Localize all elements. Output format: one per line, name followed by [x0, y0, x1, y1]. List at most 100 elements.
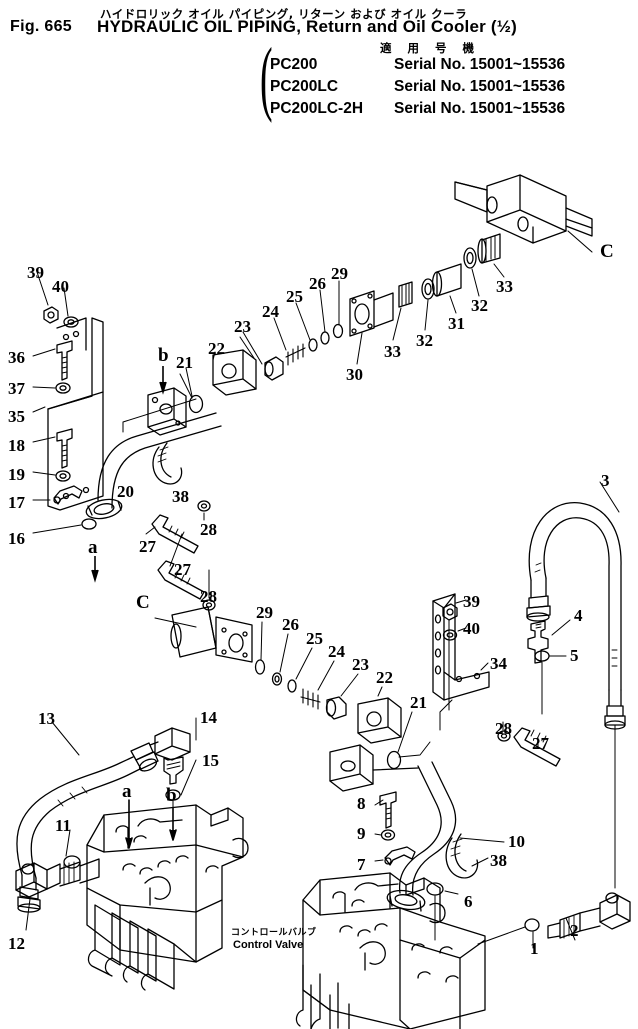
callout-38-lower: 38	[490, 851, 507, 870]
callout-26-upper: 26	[309, 274, 326, 293]
bolt-set-right	[497, 727, 561, 767]
bolt-set-7-8-9	[379, 791, 416, 866]
callout-29-upper: 29	[331, 264, 348, 283]
callout-24-lower: 24	[328, 642, 345, 661]
callout-11: 11	[55, 816, 72, 835]
callout-32-b: 32	[471, 296, 488, 315]
oring-11b	[63, 855, 81, 869]
callout-10: 10	[508, 832, 525, 851]
leader-C-top	[567, 230, 593, 253]
marker-C-middle: C	[136, 592, 150, 613]
callout-3: 3	[601, 471, 610, 490]
fitting-4	[527, 620, 549, 664]
callout-28-b: 28	[200, 587, 217, 606]
callout-33-a: 33	[384, 342, 401, 361]
control-valve-left	[86, 804, 249, 991]
figure-number: Fig. 665	[10, 18, 72, 35]
callout-2: 2	[570, 921, 579, 940]
model-name: PC200LC-2H	[270, 100, 364, 117]
callout-27-b: 27	[174, 560, 191, 579]
exploded-row-top	[188, 233, 501, 414]
model-row: PC200LC Serial No. 15001~15536	[270, 78, 565, 96]
marker-b-upper: b	[158, 345, 169, 366]
callout-39-right: 39	[463, 592, 480, 611]
callout-37: 37	[8, 379, 25, 398]
model-serial: Serial No. 15001~15536	[394, 56, 566, 73]
callout-40-right: 40	[463, 619, 480, 638]
hose-3	[526, 502, 626, 730]
leaders-middle-row	[260, 621, 413, 753]
oring-6	[426, 882, 444, 896]
callout-28-right: 28	[495, 719, 512, 738]
callout-40: 40	[52, 277, 69, 296]
right-bracket-34	[432, 593, 490, 701]
marker-a-upper: a	[88, 537, 98, 558]
return-pipe-10	[329, 744, 479, 912]
callout-28-a: 28	[200, 520, 217, 539]
callout-5: 5	[570, 646, 579, 665]
return-pipe-20	[85, 412, 222, 520]
japanese-subtitle: ハイドロリック オイル パイピング, リターン および オイル クーラ	[100, 7, 468, 21]
callout-38-upper: 38	[172, 487, 189, 506]
callout-21-upper: 21	[176, 353, 193, 372]
control-valve-caption-en: Control Valve	[233, 939, 304, 951]
callout-27-right: 27	[532, 734, 549, 753]
marker-b-lower: b	[166, 785, 177, 806]
model-row: PC200LC-2H Serial No. 15001~15536	[270, 100, 565, 118]
elbow-14	[149, 727, 191, 785]
callout-30: 30	[346, 365, 363, 384]
model-serial: Serial No. 15001~15536	[394, 78, 566, 95]
callout-22-lower: 22	[376, 668, 393, 687]
callout-4: 4	[574, 606, 583, 625]
page-title: HYDRAULIC OIL PIPING, Return and Oil Coo…	[97, 17, 517, 36]
oring-5	[534, 650, 550, 662]
callout-33-b: 33	[496, 277, 513, 296]
model-serial: Serial No. 15001~15536	[394, 100, 566, 117]
callout-23-lower: 23	[352, 655, 369, 674]
callout-23-upper: 23	[234, 317, 251, 336]
callout-32-a: 32	[416, 331, 433, 350]
callout-18: 18	[8, 436, 25, 455]
leaders-left-bracket	[32, 271, 82, 534]
exploded-row-middle	[170, 606, 402, 770]
callout-14: 14	[200, 708, 217, 727]
applicable-models-heading: 適 用 号 機	[380, 41, 481, 55]
callout-22-upper: 22	[208, 339, 225, 358]
oring-1	[524, 918, 540, 932]
elbow-12	[15, 858, 100, 898]
callout-26-lower: 26	[282, 615, 299, 634]
callout-7: 7	[357, 855, 366, 874]
callout-20: 20	[117, 482, 134, 501]
hose-13	[16, 742, 159, 913]
bracket-left-icon: (	[260, 31, 273, 124]
callout-13: 13	[38, 709, 55, 728]
callout-25-lower: 25	[306, 629, 323, 648]
cross-joint-block	[454, 174, 593, 244]
center-top-block	[147, 387, 187, 436]
callout-29-lower: 29	[256, 603, 273, 622]
callout-31: 31	[448, 314, 465, 333]
callout-21-lower: 21	[410, 693, 427, 712]
control-valve-caption-jp: コントロールバルブ	[231, 928, 317, 938]
callout-25-upper: 25	[286, 287, 303, 306]
callout-39: 39	[27, 263, 44, 282]
marker-C-upper: C	[600, 241, 614, 262]
callout-36: 36	[8, 348, 25, 367]
elbow-2	[547, 892, 631, 939]
leaders-top-row	[179, 263, 505, 399]
callout-9: 9	[357, 824, 366, 843]
model-name: PC200LC	[270, 78, 339, 95]
callout-12: 12	[8, 934, 25, 953]
left-bracket-assembly	[43, 306, 104, 530]
marker-arrows-lower-left	[125, 799, 133, 849]
callout-8: 8	[357, 794, 366, 813]
callout-16: 16	[8, 529, 25, 548]
callout-35: 35	[8, 407, 25, 426]
callout-17: 17	[8, 493, 25, 512]
callout-24-upper: 24	[262, 302, 279, 321]
leader-C-mid	[154, 617, 197, 628]
